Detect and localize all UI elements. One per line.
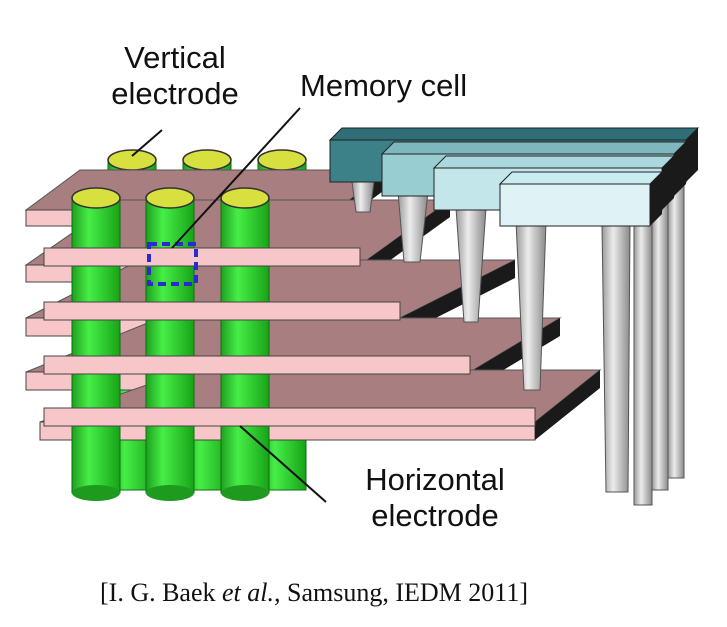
front-pillar-top [145, 187, 195, 209]
front-pillar-row [71, 187, 270, 501]
top-bar-end [686, 128, 698, 182]
label-line: Horizontal [365, 462, 505, 497]
contact-rod [633, 204, 653, 506]
plate-edge [535, 370, 600, 440]
strip-front [43, 247, 361, 267]
citation-venue: Samsung, IEDM 2011] [280, 578, 528, 607]
memory-cell-leader [171, 107, 301, 249]
front-pillar [71, 197, 121, 494]
front-strips [43, 247, 536, 427]
top-bars [328, 127, 700, 227]
contact-rod [651, 189, 669, 491]
top-bar-end [650, 172, 662, 226]
front-pillar-bottom [146, 485, 194, 501]
citation-authors: [I. G. Baek [100, 578, 223, 607]
contact-pillar [351, 181, 375, 213]
contact-pillar [515, 221, 547, 391]
label-line: electrode [371, 497, 499, 533]
front-pillar-bottom [221, 485, 269, 501]
horizontal-electrode-label: Horizontal electrode [330, 462, 540, 533]
front-pillar [145, 197, 195, 494]
leader-lines [131, 107, 327, 503]
top-bar-end [662, 156, 674, 210]
plate-edge [400, 260, 515, 336]
label-line: electrode [111, 75, 239, 111]
top-bar-top [498, 171, 664, 185]
top-bar-top [328, 127, 700, 141]
label-line: Vertical [124, 40, 226, 75]
back-pillar-top [257, 149, 307, 171]
top-bar-end [674, 142, 686, 196]
strip-front [43, 355, 471, 375]
top-bar-front [499, 183, 651, 227]
citation-etal: et al., [222, 578, 281, 607]
front-pillar-bottom [72, 485, 120, 501]
citation: [I. G. Baek et al., Samsung, IEDM 2011] [100, 578, 528, 608]
top-bar-top [380, 141, 688, 155]
horizontal-electrode-leader [239, 425, 327, 503]
top-bar-top [432, 155, 676, 169]
vertical-electrode-label: Vertical electrode [95, 40, 255, 111]
front-pillar-top [220, 187, 270, 209]
back-pillar-top [182, 149, 232, 171]
strip-front [43, 407, 536, 427]
contact-pillar [397, 191, 429, 263]
vertical-electrode-leader [131, 129, 163, 157]
strip-front [43, 301, 401, 321]
memory-cell-label: Memory cell [300, 68, 468, 103]
back-pillar-top [107, 149, 157, 171]
memory-cell-box [147, 242, 198, 286]
contact-rod [667, 177, 685, 479]
front-pillar-top [71, 187, 121, 209]
contact-rod [601, 225, 631, 493]
front-pillar [220, 197, 270, 494]
